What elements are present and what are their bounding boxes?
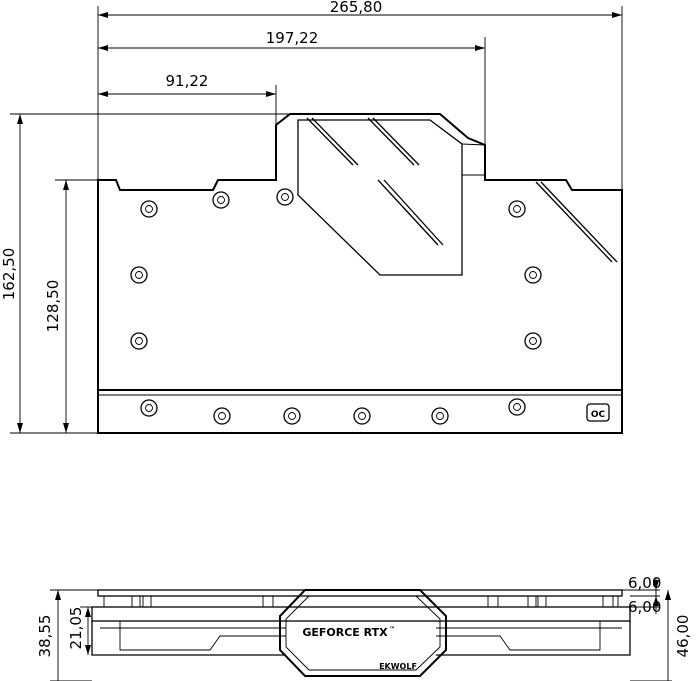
- terminal-block: [297, 119, 463, 276]
- screw: [276, 188, 294, 206]
- screw: [140, 399, 158, 417]
- trademark-mark: ™: [389, 626, 395, 633]
- dim-terminal-end: 197,22: [266, 29, 319, 47]
- dim-side-right-mid: 6,00: [628, 598, 661, 616]
- screw: [212, 191, 230, 209]
- dim-terminal-start: 91,22: [166, 72, 209, 90]
- screw: [130, 266, 148, 284]
- screw: [508, 398, 526, 416]
- side-view: GEFORCE RTX ™ EKWOLF: [91, 589, 631, 677]
- screw: [431, 407, 449, 425]
- screw: [524, 266, 542, 284]
- dim-total-height: 162,50: [0, 248, 18, 301]
- oc-badge-text: OC: [591, 410, 606, 420]
- block-outline: [97, 113, 623, 434]
- geforce-logo: GEFORCE RTX: [302, 626, 388, 639]
- screw: [140, 200, 158, 218]
- top-view: OC: [97, 113, 623, 434]
- screw: [524, 332, 542, 350]
- screw: [213, 407, 231, 425]
- screw: [130, 332, 148, 350]
- dim-side-right-total: 46,00: [674, 615, 692, 658]
- brand-logo: EKWOLF: [379, 662, 417, 671]
- oc-badge: OC: [586, 403, 610, 422]
- screw: [353, 407, 371, 425]
- terminal-side: [279, 589, 447, 677]
- side-dimensions: 38,55 21,05 6,00 6,00 46,00: [36, 574, 692, 681]
- chamfer-lines: [306, 117, 618, 263]
- screws: [130, 188, 542, 425]
- dim-side-right-top: 6,00: [628, 574, 661, 592]
- standoffs: [131, 595, 614, 608]
- top-dimensions: 265,80 197,22 91,22 162,50 128,50: [0, 0, 623, 434]
- dim-side-left-inner: 21,05: [67, 607, 85, 650]
- dim-side-left-height: 38,55: [36, 615, 54, 658]
- screw: [508, 200, 526, 218]
- dim-pcb-height: 128,50: [44, 280, 62, 333]
- dim-total-length: 265,80: [330, 0, 383, 16]
- screw: [283, 407, 301, 425]
